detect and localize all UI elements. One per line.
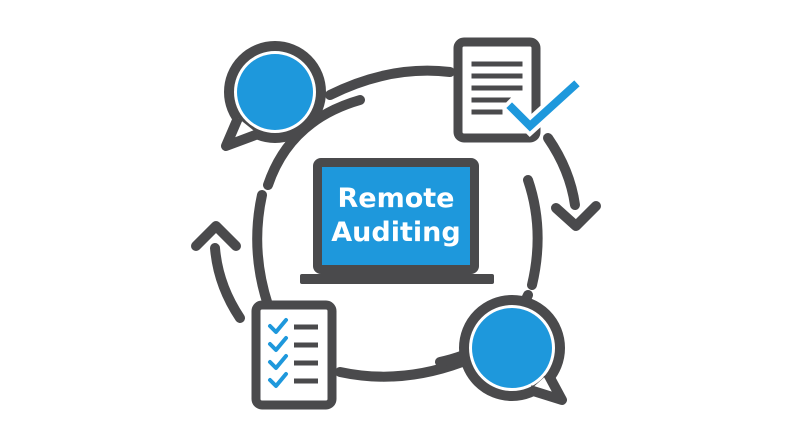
arrow-head-left (191, 221, 241, 251)
cycle-arc-left (210, 243, 245, 323)
arrow-head-right (551, 201, 601, 231)
cycle-arc-right (543, 133, 580, 210)
document-check-icon (453, 37, 586, 143)
speech-bubble-icon-2 (459, 295, 567, 405)
speech-bubble-icon (221, 41, 326, 151)
screen-title-line-2: Auditing (331, 217, 460, 248)
checklist-icon (251, 300, 337, 410)
cycle-arc-top (325, 65, 455, 100)
laptop-base (300, 274, 494, 284)
inner-ring-right (523, 175, 543, 290)
laptop-screen (322, 167, 470, 265)
screen-title-line-1: Remote (337, 183, 454, 214)
inner-ring-left (252, 190, 273, 310)
laptop-icon: Remote Auditing (300, 158, 494, 284)
cycle-arrow-icon (191, 201, 601, 251)
cycle-arc-bottom (335, 357, 467, 382)
